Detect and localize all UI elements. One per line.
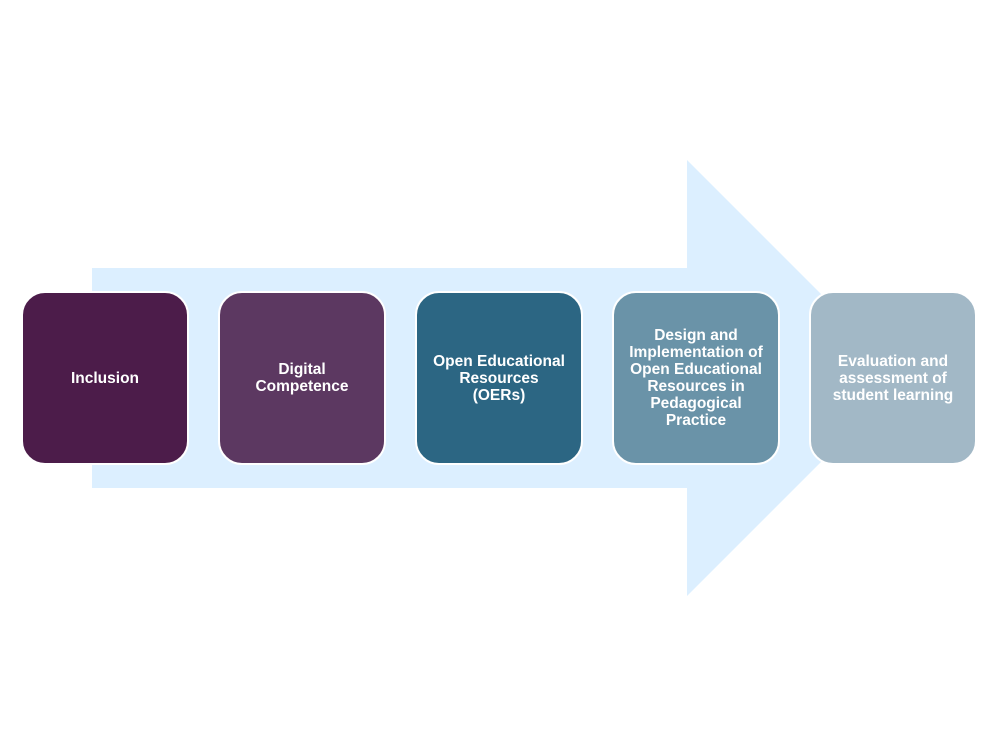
- step-label: Evaluation and assessment of student lea…: [832, 352, 954, 404]
- step-box-evaluation: Evaluation and assessment of student lea…: [809, 291, 977, 465]
- step-box-design-implementation: Design and Implementation of Open Educat…: [612, 291, 780, 465]
- step-label: Design and Implementation of Open Educat…: [629, 327, 763, 429]
- step-box-inclusion: Inclusion: [21, 291, 189, 465]
- step-box-oers: Open Educational Resources (OERs): [415, 291, 583, 465]
- step-label: Inclusion: [70, 369, 140, 387]
- step-label: Digital Competence: [255, 361, 349, 395]
- step-box-digital-competence: Digital Competence: [218, 291, 386, 465]
- step-label: Open Educational Resources (OERs): [433, 352, 565, 404]
